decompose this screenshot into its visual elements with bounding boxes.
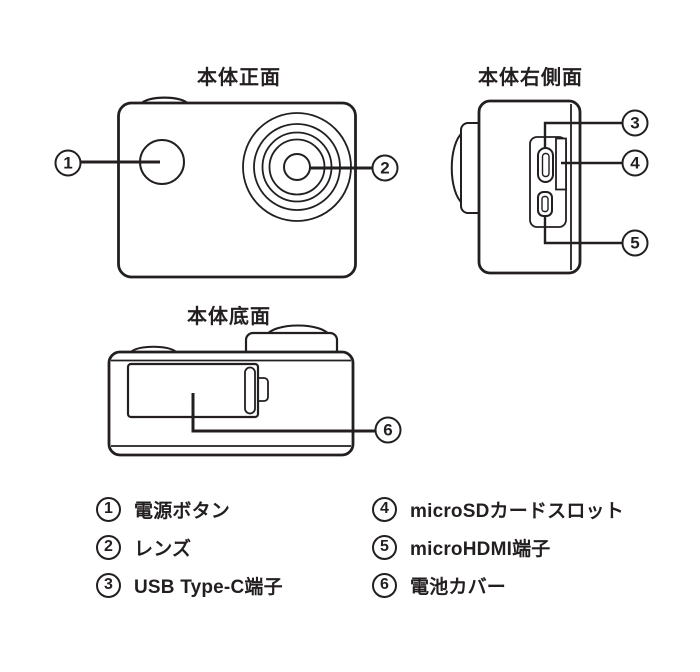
legend: 1 電源ボタン 2 レンズ 3 USB Type-C端子 4 microSDカー… — [96, 490, 624, 604]
right-side-view-title: 本体右側面 — [478, 67, 583, 89]
legend-item-micro-hdmi: 5 microHDMI端子 — [372, 528, 624, 566]
callout-3-usb-type-c: 3 — [621, 109, 649, 137]
legend-item-power-button: 1 電源ボタン — [96, 490, 372, 528]
legend-label-battery-cover: 電池カバー — [410, 576, 507, 598]
legend-num-3: 3 — [96, 572, 121, 598]
bottom-view-title: 本体底面 — [187, 306, 271, 328]
callout-line-5 — [543, 215, 623, 245]
legend-item-lens: 2 レンズ — [96, 528, 372, 566]
legend-label-micro-hdmi: microHDMI端子 — [410, 538, 551, 560]
callout-1-power-button: 1 — [54, 149, 82, 177]
front-body — [117, 101, 357, 279]
legend-label-microsd-slot: microSDカードスロット — [410, 500, 624, 522]
legend-label-power-button: 電源ボタン — [134, 500, 231, 522]
callout-line-3 — [543, 121, 623, 149]
legend-label-usb-type-c: USB Type-C端子 — [134, 576, 283, 598]
legend-item-microsd-slot: 4 microSDカードスロット — [372, 490, 624, 528]
right-side-view-drawing — [450, 99, 623, 275]
micro-hdmi-port — [537, 191, 553, 217]
front-view-drawing — [81, 96, 372, 279]
callout-4-microsd-slot: 4 — [621, 149, 649, 177]
legend-label-lens: レンズ — [134, 538, 192, 560]
legend-num-5: 5 — [372, 534, 397, 560]
usb-type-c-port — [537, 147, 554, 183]
callout-5-micro-hdmi: 5 — [621, 229, 649, 257]
legend-num-2: 2 — [96, 534, 121, 560]
callout-line-6 — [191, 393, 375, 433]
front-view-title: 本体正面 — [197, 67, 281, 89]
callout-2-lens: 2 — [371, 154, 399, 182]
legend-item-battery-cover: 6 電池カバー — [372, 566, 624, 604]
legend-num-6: 6 — [372, 572, 397, 598]
legend-num-1: 1 — [96, 496, 121, 522]
callout-6-battery-cover: 6 — [374, 416, 402, 444]
bottom-view-drawing — [107, 324, 375, 457]
legend-num-4: 4 — [372, 496, 397, 522]
legend-item-usb-type-c: 3 USB Type-C端子 — [96, 566, 372, 604]
latch-slider — [244, 366, 256, 415]
